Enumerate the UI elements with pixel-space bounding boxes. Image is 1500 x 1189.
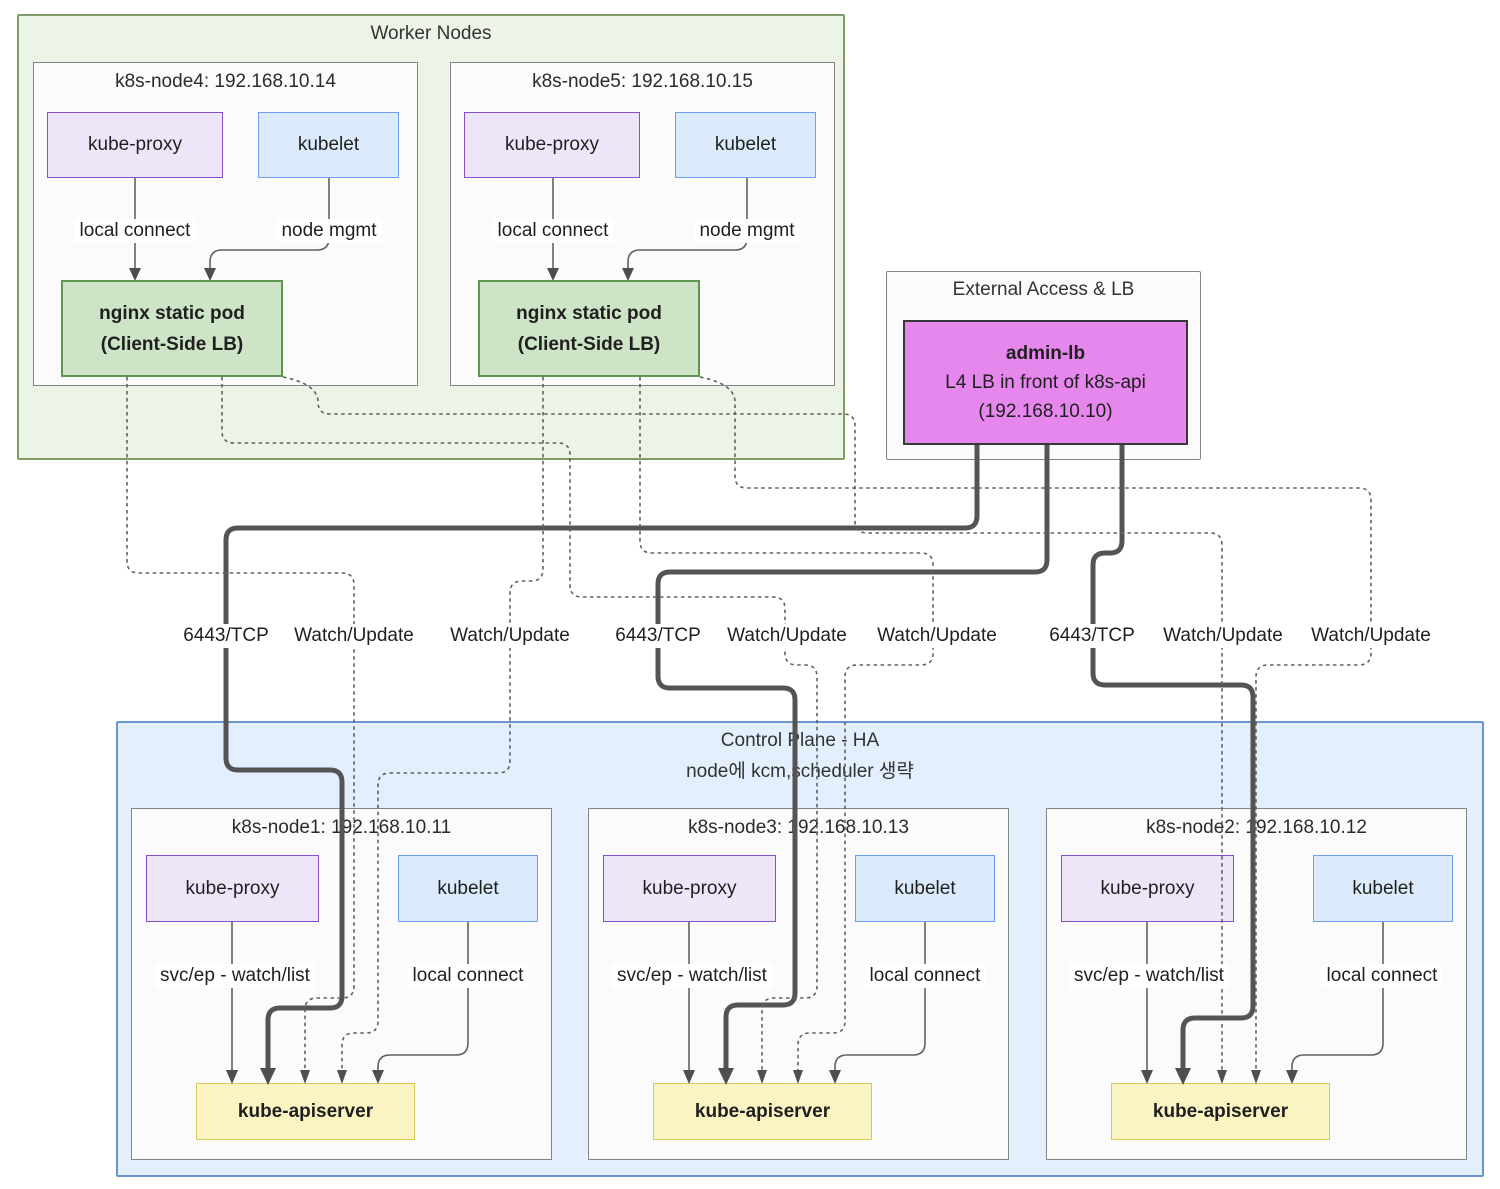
node3-kube-apiserver-box: kube-apiserver — [653, 1083, 872, 1140]
edge-label-node5-local-connect: local connect — [492, 219, 614, 243]
edge-label-node2-svc-ep: svc/ep - watch/list — [1069, 964, 1229, 988]
node5-pod-title: nginx static pod — [516, 302, 662, 324]
edge-label-node2-local-connect: local connect — [1321, 964, 1443, 988]
node3-kube-proxy-box: kube-proxy — [603, 855, 776, 922]
flow-label-watch-update-3b: Watch/Update — [1306, 624, 1436, 648]
admin-lb-ip: (192.168.10.10) — [978, 401, 1113, 422]
worker-nodes-group-title: Worker Nodes — [370, 23, 492, 44]
node2-kubelet-box: kubelet — [1313, 855, 1453, 922]
edge-label-node4-node-mgmt: node mgmt — [276, 219, 382, 243]
node4-pod-title: nginx static pod — [99, 302, 245, 324]
node5-pod-subtitle: (Client-Side LB) — [517, 333, 661, 355]
edge-label-node1-local-connect: local connect — [407, 964, 529, 988]
edge-label-node3-svc-ep: svc/ep - watch/list — [612, 964, 772, 988]
flow-label-6443-tcp-1: 6443/TCP — [178, 624, 274, 648]
external-access-group-title: External Access & LB — [952, 279, 1135, 300]
admin-lb-name: admin-lb — [1005, 343, 1086, 364]
node5-nginx-static-pod-box: nginx static pod (Client-Side LB) — [478, 280, 700, 377]
node-k8s-node1-title: k8s-node1: 192.168.10.11 — [231, 817, 452, 838]
node2-kube-proxy-box: kube-proxy — [1061, 855, 1234, 922]
flow-label-6443-tcp-2: 6443/TCP — [610, 624, 706, 648]
edge-label-node1-svc-ep: svc/ep - watch/list — [155, 964, 315, 988]
control-plane-group-subtitle: node에 kcm,scheduler 생략 — [686, 761, 914, 782]
node-k8s-node5-title: k8s-node5: 192.168.10.15 — [532, 71, 753, 92]
node1-kube-proxy-box: kube-proxy — [146, 855, 319, 922]
node-k8s-node3-title: k8s-node3: 192.168.10.13 — [688, 817, 909, 838]
edge-label-node5-node-mgmt: node mgmt — [694, 219, 800, 243]
edge-label-node3-local-connect: local connect — [864, 964, 986, 988]
node2-kube-apiserver-box: kube-apiserver — [1111, 1083, 1330, 1140]
node4-pod-subtitle: (Client-Side LB) — [100, 333, 244, 355]
node-k8s-node2-title: k8s-node2: 192.168.10.12 — [1146, 817, 1367, 838]
node-k8s-node4-title: k8s-node4: 192.168.10.14 — [115, 71, 336, 92]
flow-label-watch-update-2b: Watch/Update — [872, 624, 1002, 648]
node1-kubelet-box: kubelet — [398, 855, 538, 922]
edge-label-node4-local-connect: local connect — [74, 219, 196, 243]
node1-kube-apiserver-box: kube-apiserver — [196, 1083, 415, 1140]
node3-kubelet-box: kubelet — [855, 855, 995, 922]
flow-label-watch-update-1a: Watch/Update — [289, 624, 419, 648]
flow-label-watch-update-2a: Watch/Update — [722, 624, 852, 648]
node4-kubelet-box: kubelet — [258, 112, 399, 178]
admin-lb-desc: L4 LB in front of k8s-api — [945, 372, 1146, 393]
admin-lb-box: admin-lb L4 LB in front of k8s-api (192.… — [903, 320, 1188, 445]
flow-label-watch-update-1b: Watch/Update — [445, 624, 575, 648]
node5-kubelet-box: kubelet — [675, 112, 816, 178]
flow-label-6443-tcp-3: 6443/TCP — [1044, 624, 1140, 648]
control-plane-group-title: Control Plane - HA — [720, 730, 880, 751]
node4-nginx-static-pod-box: nginx static pod (Client-Side LB) — [61, 280, 283, 377]
node4-kube-proxy-box: kube-proxy — [47, 112, 223, 178]
node5-kube-proxy-box: kube-proxy — [464, 112, 640, 178]
flow-label-watch-update-3a: Watch/Update — [1158, 624, 1288, 648]
